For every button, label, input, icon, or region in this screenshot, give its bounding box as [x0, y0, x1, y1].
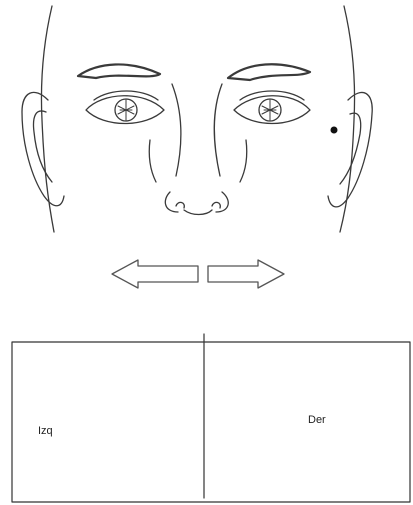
left-ear-inner: [34, 111, 53, 182]
marker-dot: [331, 127, 338, 134]
arrow-right: [208, 260, 284, 288]
head-outline-left: [41, 6, 54, 232]
right-ear: [328, 92, 372, 206]
right-nostril: [212, 202, 220, 208]
side-panel-box: [12, 342, 410, 502]
left-eyebrow: [78, 64, 160, 78]
right-cheek-line: [240, 140, 247, 182]
left-iris-texture: [118, 100, 134, 120]
left-nostril: [176, 202, 184, 208]
arrow-left: [112, 260, 198, 288]
right-eyebrow: [228, 64, 310, 80]
panel-right-label: Der: [308, 414, 326, 426]
nose-bridge-left: [172, 84, 181, 176]
right-iris-texture: [262, 100, 278, 120]
panel-left-label: Izq: [38, 425, 53, 437]
left-cheek-line: [149, 140, 156, 182]
nose-bridge-right: [214, 84, 222, 176]
